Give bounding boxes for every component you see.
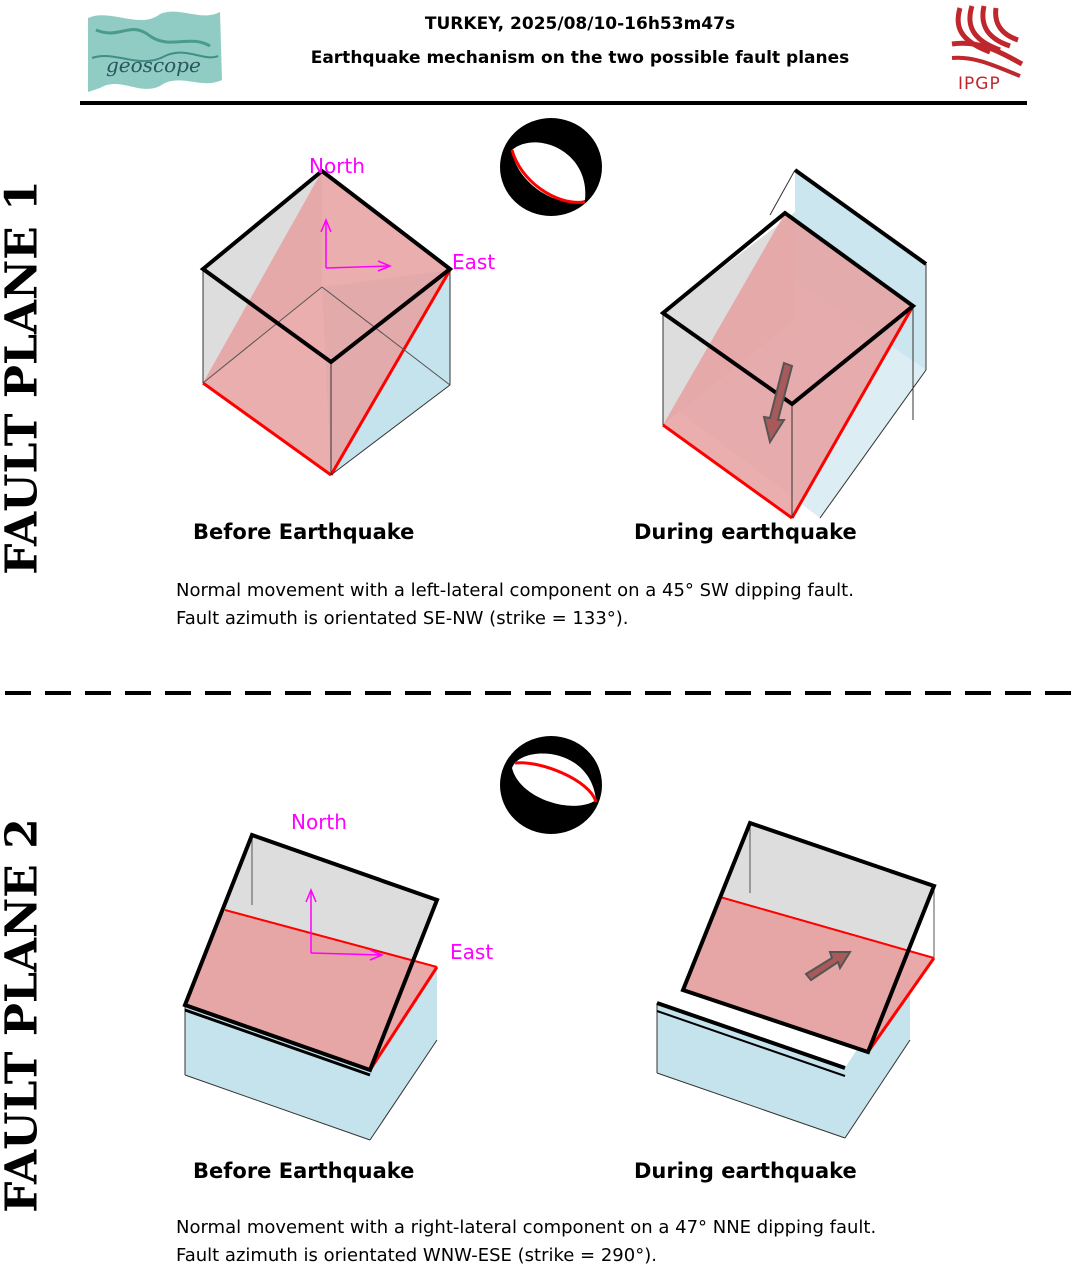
- svg-text:geoscope: geoscope: [106, 53, 201, 77]
- beachball-1: [500, 118, 602, 216]
- ipgp-logo: [951, 5, 1024, 78]
- side-label-fault-plane-1: FAULT PLANE 1: [0, 180, 48, 575]
- caption-before-1: Before Earthquake: [193, 520, 415, 544]
- block-1-during: [659, 168, 928, 520]
- north-label-2: North: [291, 810, 347, 834]
- page-subtitle: Earthquake mechanism on the two possible…: [310, 48, 850, 68]
- description-1-line2: Fault azimuth is orientated SE-NW (strik…: [176, 608, 629, 629]
- block-2-during: [656, 820, 937, 1139]
- caption-during-1: During earthquake: [634, 520, 857, 544]
- east-label-2: East: [450, 940, 494, 964]
- caption-before-2: Before Earthquake: [193, 1159, 415, 1183]
- page-title: TURKEY, 2025/08/10-16h53m47s: [424, 14, 736, 34]
- beachball-2: [500, 736, 602, 834]
- caption-during-2: During earthquake: [634, 1159, 857, 1183]
- side-label-fault-plane-2: FAULT PLANE 2: [0, 818, 48, 1213]
- east-label-1: East: [452, 250, 496, 274]
- description-1-line1: Normal movement with a left-lateral comp…: [176, 580, 854, 601]
- ipgp-logo-text: IPGP: [958, 74, 1001, 94]
- description-2-line1: Normal movement with a right-lateral com…: [176, 1217, 877, 1238]
- block-2-before: [182, 832, 440, 1141]
- block-1-before: [199, 168, 454, 477]
- north-label-1: North: [309, 154, 365, 178]
- description-2-line2: Fault azimuth is orientated WNW-ESE (str…: [176, 1245, 657, 1266]
- geoscope-logo: geoscope: [88, 11, 222, 92]
